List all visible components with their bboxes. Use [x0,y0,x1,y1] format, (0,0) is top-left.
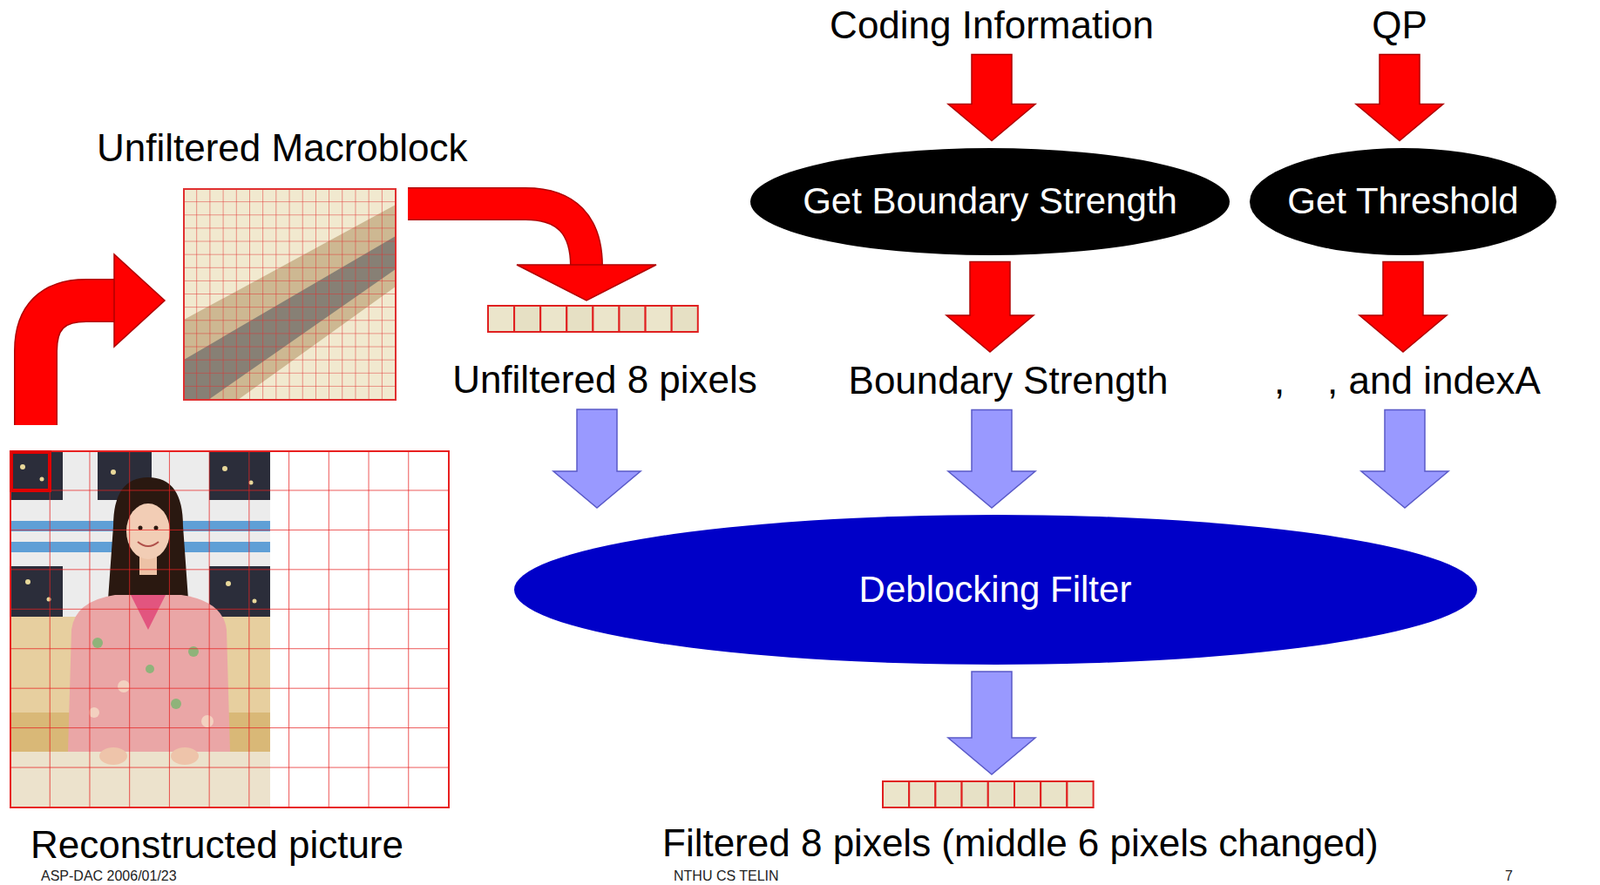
node-text: Filtered 8 pixels (middle 6 pixels chang… [662,821,1379,867]
node-text: Unfiltered Macroblock [96,126,468,171]
flow-arrow [948,671,1036,775]
picture-node: Reconstructed picture [10,451,449,868]
flow-arrow [35,254,165,426]
block-arrow [553,409,641,509]
pixel-strip [882,781,1094,808]
block-arrow [948,671,1036,775]
arrow-head [114,254,165,347]
curved-shaft [35,300,116,426]
process-ellipse: Get Boundary Strength [750,148,1230,256]
footer-label: 7 [1505,868,1513,885]
node-text: Unfiltered 8 pixels [452,358,758,403]
process-ellipse: Get Threshold [1249,148,1557,256]
reconstructed-picture [10,451,449,808]
block-arrow [1361,410,1449,509]
ellipse-outline [750,148,1230,256]
curved-shaft [407,203,587,267]
flow-arrow [1359,262,1447,353]
output-text: , , and indexA [1274,359,1541,404]
flow-arrow [1361,410,1449,509]
pixel-strip [488,305,699,333]
curved-shaft-outline [35,300,116,426]
block-arrow [946,262,1034,353]
node-text: , , and indexA [1274,359,1541,404]
input-text: QP [1371,3,1428,48]
output-text: Boundary Strength [848,359,1169,404]
block-arrow [948,410,1036,509]
flow-arrow [948,54,1036,142]
node-text: Get Threshold [1287,180,1519,223]
block-arrow [1359,262,1447,353]
arrow-head [516,264,657,301]
footer-label: ASP-DAC 2006/01/23 [40,868,177,885]
filter-ellipse: Deblocking Filter [514,515,1478,665]
input-text: Coding Information [829,3,1154,48]
flow-arrow [948,410,1036,509]
node-text: Deblocking Filter [859,569,1133,611]
node-text: Coding Information [829,3,1154,48]
flow-arrow [407,203,657,301]
block-arrow [1355,54,1444,142]
node-text: QP [1371,3,1428,48]
curved-shaft-outline [407,203,587,267]
node-text: Boundary Strength [848,359,1169,404]
flow-arrow [553,409,641,509]
footer-label: NTHU CS TELIN [673,868,780,885]
macroblock-grid [183,189,396,400]
flow-arrow [1355,54,1444,142]
node-text: Reconstructed picture [30,823,404,868]
ellipse-outline [1249,148,1557,256]
block-arrow [948,54,1036,142]
macroblock-node: Unfiltered Macroblock [183,189,396,400]
node-text: Get Boundary Strength [802,180,1178,223]
flow-arrow [946,262,1034,353]
ellipse-outline [514,515,1478,665]
pixel-strip-node: Unfiltered 8 pixels [426,305,784,403]
pixel-strip-node: Filtered 8 pixels (middle 6 pixels chang… [662,781,1501,869]
